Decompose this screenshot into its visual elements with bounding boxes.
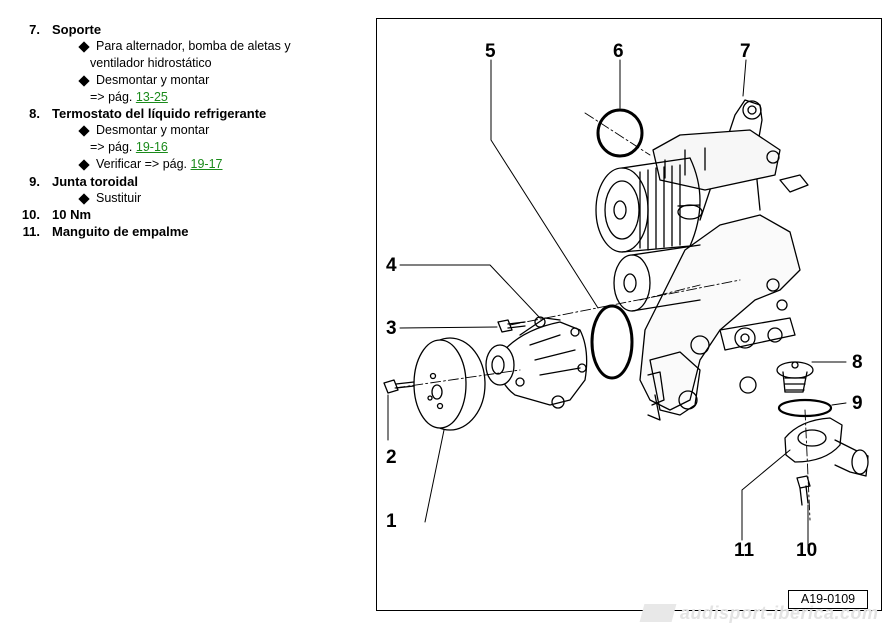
o-ring-part bbox=[596, 108, 644, 158]
item-title: Termostato del líquido refrigerante bbox=[52, 106, 267, 121]
pulley-assembly bbox=[595, 157, 703, 253]
item-title: Manguito de empalme bbox=[52, 224, 189, 239]
figure-id-label: A19-0109 bbox=[788, 590, 868, 609]
thermostat-part bbox=[776, 361, 814, 393]
callout-5: 5 bbox=[485, 41, 496, 62]
bracket-part bbox=[639, 99, 809, 421]
figure-frame bbox=[376, 18, 882, 611]
callout-10: 10 bbox=[796, 540, 818, 561]
item-title: 10 Nm bbox=[52, 207, 92, 222]
callout-6: 6 bbox=[613, 41, 624, 62]
page-link-19-17[interactable]: 19-17 bbox=[190, 157, 223, 171]
page-link-13-25[interactable]: 13-25 bbox=[135, 90, 168, 104]
ref-prefix: => pág. bbox=[90, 90, 136, 104]
bolt-part bbox=[497, 319, 526, 333]
watermark-text: audisport-iberica.com bbox=[680, 603, 879, 623]
item-title: Junta toroidal bbox=[52, 174, 138, 189]
connector-part bbox=[784, 417, 869, 477]
bullet-text: Desmontar y montar bbox=[96, 73, 210, 87]
item-number: 10. bbox=[21, 207, 40, 222]
callout-2: 2 bbox=[386, 447, 397, 468]
bullet-text: Sustituir bbox=[96, 191, 142, 205]
page-ref-line: => pág. 13-25 bbox=[90, 90, 168, 104]
pulley-part bbox=[413, 337, 486, 431]
item-number: 11. bbox=[22, 224, 40, 239]
watermark-logo-icon bbox=[639, 604, 677, 622]
bolt-part bbox=[383, 379, 415, 394]
ref-prefix: => pág. bbox=[90, 140, 136, 154]
item-number: 7. bbox=[29, 22, 40, 37]
bullet-text: Desmontar y montar bbox=[96, 123, 210, 137]
ref-prefix: Verificar => pág. bbox=[96, 157, 191, 171]
callout-11: 11 bbox=[734, 540, 755, 561]
bullet-text: ventilador hidrostático bbox=[90, 56, 212, 70]
bullet-text: Para alternador, bomba de aletas y bbox=[96, 39, 291, 53]
item-number: 9. bbox=[29, 174, 40, 189]
page-ref-line: Verificar => pág. 19-17 bbox=[96, 157, 223, 171]
callout-1: 1 bbox=[386, 511, 397, 532]
bolt-part bbox=[796, 475, 811, 506]
page-link-19-16[interactable]: 19-16 bbox=[135, 140, 168, 154]
callout-9: 9 bbox=[852, 393, 863, 414]
pump-housing bbox=[613, 244, 701, 312]
item-number: 8. bbox=[29, 106, 40, 121]
page-ref-line: => pág. 19-16 bbox=[90, 140, 168, 154]
callout-8: 8 bbox=[852, 352, 863, 373]
callout-4: 4 bbox=[386, 255, 397, 276]
callout-3: 3 bbox=[386, 318, 397, 339]
item-title: Soporte bbox=[52, 22, 102, 37]
water-pump bbox=[485, 316, 588, 409]
o-ring-part bbox=[590, 304, 634, 380]
callout-7: 7 bbox=[740, 41, 751, 62]
